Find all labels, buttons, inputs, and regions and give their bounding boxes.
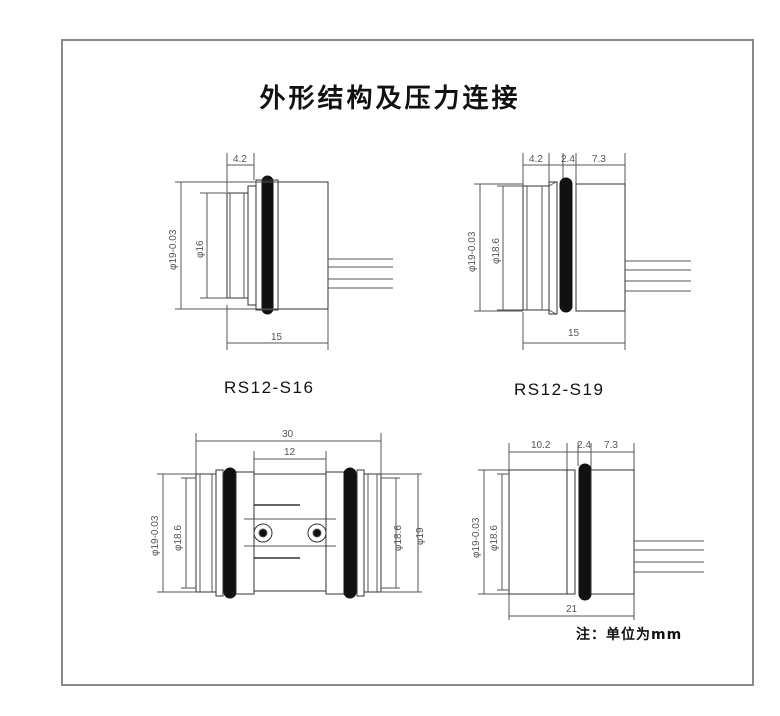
drawing-double <box>157 433 422 599</box>
dim-double-center: 12 <box>284 447 296 458</box>
dim-double-right-inner: φ18.6 <box>393 525 404 551</box>
dim-s19-top-2: 2.4 <box>561 154 575 165</box>
dim-long-top-1: 10.2 <box>531 440 551 451</box>
dim-s19-top-3: 7.3 <box>592 154 606 165</box>
dim-s16-dia-outer: φ19-0.03 <box>168 229 179 270</box>
dim-long-length: 21 <box>566 604 578 615</box>
dim-s19-length: 15 <box>568 328 580 339</box>
dim-s19-dia-inner: φ18.6 <box>491 238 502 264</box>
dim-s16-length: 15 <box>271 332 283 343</box>
model-label-rs12-s16: RS12-S16 <box>224 378 315 397</box>
dim-s19-top-1: 4.2 <box>529 154 543 165</box>
dim-double-left-inner: φ18.6 <box>173 525 184 551</box>
dim-s16-dia-inner: φ16 <box>195 240 206 258</box>
dim-long-top-2: 2.4 <box>577 440 591 451</box>
page-title: 外形结构及压力连接 <box>259 84 521 114</box>
dim-s16-top: 4.2 <box>233 154 247 165</box>
drawing-rs12-s19 <box>474 153 691 350</box>
drawing-frame <box>61 39 754 686</box>
dim-long-dia-outer: φ19-0.03 <box>471 517 482 558</box>
dim-double-left-outer: φ19-0.03 <box>150 515 161 556</box>
drawing-rs12-s16 <box>175 153 393 350</box>
dim-double-right-outer: φ19 <box>415 527 426 545</box>
dim-double-total: 30 <box>282 429 294 440</box>
drawing-long <box>478 443 704 620</box>
dim-long-top-3: 7.3 <box>604 440 618 451</box>
model-label-rs12-s19: RS12-S19 <box>514 380 605 399</box>
unit-note: 注：单位为mm <box>576 627 683 643</box>
dim-s19-dia-outer: φ19-0.03 <box>467 231 478 272</box>
dim-long-dia-inner: φ18.6 <box>489 525 500 551</box>
